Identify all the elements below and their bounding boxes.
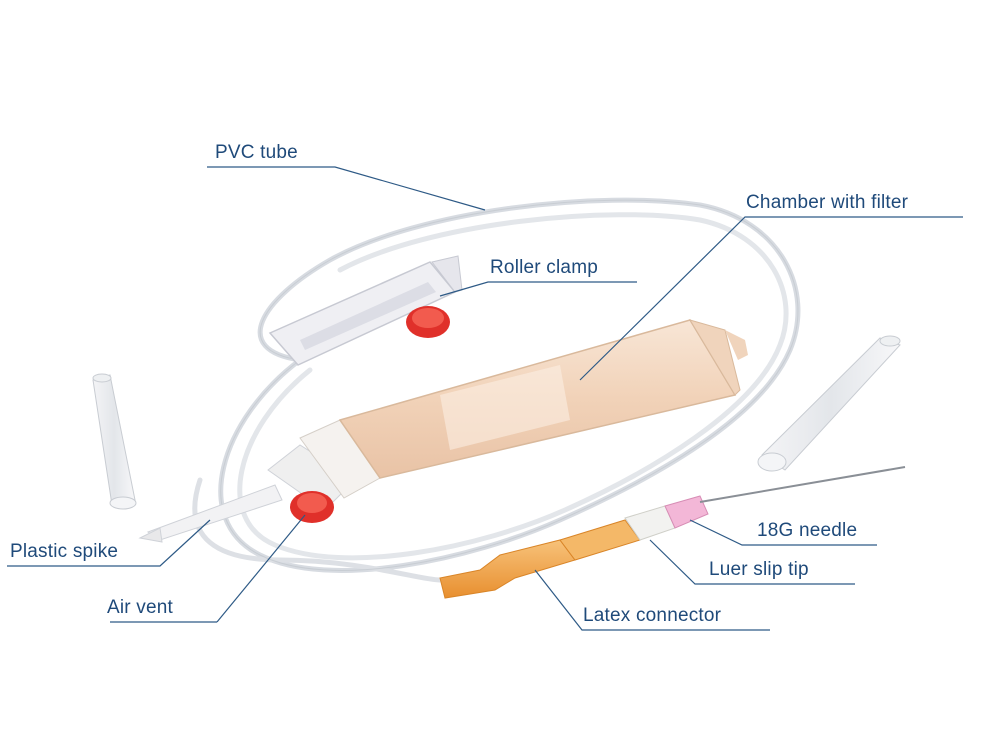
- label-plastic-spike: Plastic spike: [10, 541, 119, 562]
- label-pvc-tube: PVC tube: [215, 142, 298, 163]
- label-air-vent: Air vent: [107, 597, 174, 618]
- label-roller-clamp: Roller clamp: [490, 257, 598, 278]
- leader-lines: [7, 166, 963, 631]
- label-luer-slip-tip: Luer slip tip: [709, 559, 809, 580]
- roller-clamp: [268, 255, 463, 366]
- needle-assembly: [439, 466, 906, 599]
- label-latex-connector: Latex connector: [583, 605, 722, 626]
- protective-cap-left: [92, 373, 137, 510]
- protective-cap-right: [757, 335, 901, 472]
- label-chamber-with-filter: Chamber with filter: [746, 192, 909, 213]
- label-18g-needle: 18G needle: [757, 520, 858, 541]
- drip-chamber: [138, 319, 748, 543]
